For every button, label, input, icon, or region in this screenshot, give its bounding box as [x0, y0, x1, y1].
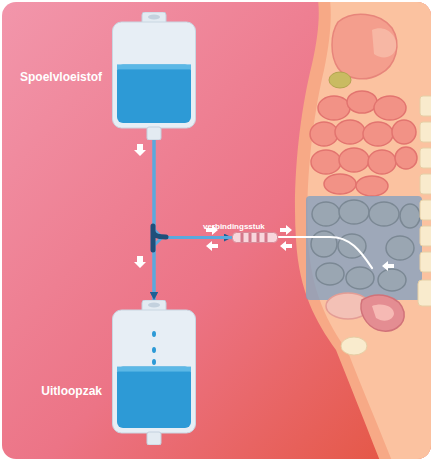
connector-ridge [249, 233, 252, 242]
illustration-ellipse [368, 150, 396, 174]
illustration-path [372, 304, 394, 320]
illustration-g [311, 200, 420, 291]
illustration-path [372, 28, 396, 57]
illustration-path [361, 295, 404, 331]
illustration-rect [420, 122, 431, 142]
illustration-g [310, 91, 417, 196]
liquid-surface [117, 367, 191, 372]
illustration-ellipse [339, 148, 369, 172]
connector-piece: verbindingsstuk [232, 232, 278, 243]
illustration-rect [420, 174, 431, 194]
illustration-g [134, 144, 394, 271]
body-cross-section [295, 2, 431, 459]
illustration-ellipse [347, 91, 377, 113]
illustration-polygon [280, 241, 292, 251]
illustration-polygon [134, 144, 146, 156]
illustration-polygon [206, 241, 218, 251]
illustration-ellipse [374, 96, 406, 120]
illustration-rect [306, 196, 422, 300]
fluid-bag: Spoelvloeistof [112, 12, 196, 140]
illustration-ellipse [310, 122, 338, 146]
connector-body [233, 233, 278, 243]
illustration-ellipse [316, 263, 344, 285]
drop [152, 359, 156, 365]
connector-ridge [241, 233, 244, 242]
connector-piece [232, 232, 278, 243]
illustration-ellipse [378, 269, 406, 291]
illustration-ellipse [392, 120, 416, 144]
part-label: verbindingsstuk [203, 222, 265, 231]
liquid-surface [117, 64, 191, 69]
illustration-path [153, 226, 166, 250]
fluid-bag [112, 300, 196, 445]
illustration-ellipse [341, 337, 367, 355]
illustration-ellipse [369, 202, 399, 226]
illustration-rect [420, 252, 431, 272]
illustration-ellipse [386, 236, 414, 260]
illustration-path [332, 14, 397, 79]
fluid-bag: Uitloopzak [112, 300, 196, 445]
illustration-g [418, 96, 431, 306]
bag-hole [148, 303, 160, 308]
illustration-polygon [280, 225, 292, 235]
illustration-ellipse [356, 176, 388, 196]
illustration-ellipse [329, 72, 351, 88]
bag-label: Uitloopzak [41, 385, 102, 399]
fluid-bag [112, 12, 196, 140]
illustration-rect [420, 226, 431, 246]
illustration-ellipse [346, 267, 374, 289]
illustration-ellipse [312, 202, 340, 226]
illustration-ellipse [311, 231, 337, 257]
illustration-ellipse [318, 96, 350, 120]
drop [152, 331, 156, 337]
illustration-path [295, 2, 431, 459]
bag-label: Spoelvloeistof [20, 71, 102, 85]
illustration-polygon [382, 261, 394, 271]
illustration-ellipse [324, 174, 356, 194]
illustration-rect [420, 200, 431, 220]
bag-hole [148, 15, 160, 20]
illustration-polygon [134, 256, 146, 268]
illustration-ellipse [395, 147, 417, 169]
illustration-ellipse [335, 120, 365, 144]
connector-ridge [257, 233, 260, 242]
illustration-ellipse [363, 122, 393, 146]
illustration-rect [418, 280, 431, 306]
bag-liquid [117, 367, 191, 428]
bag-neck [147, 127, 161, 140]
tube-connector [154, 238, 232, 301]
illustration-ellipse [400, 204, 420, 228]
illustration-ellipse [311, 150, 341, 174]
illustration-rect [420, 96, 431, 116]
illustration-rect [420, 148, 431, 168]
illustration-path [279, 237, 372, 268]
drop [152, 347, 156, 353]
illustration-ellipse [339, 200, 369, 224]
bag-liquid [117, 64, 191, 123]
bag-neck [147, 432, 161, 445]
connector-ridge [265, 233, 268, 242]
bag-body [113, 310, 196, 433]
bag-body [113, 22, 196, 128]
